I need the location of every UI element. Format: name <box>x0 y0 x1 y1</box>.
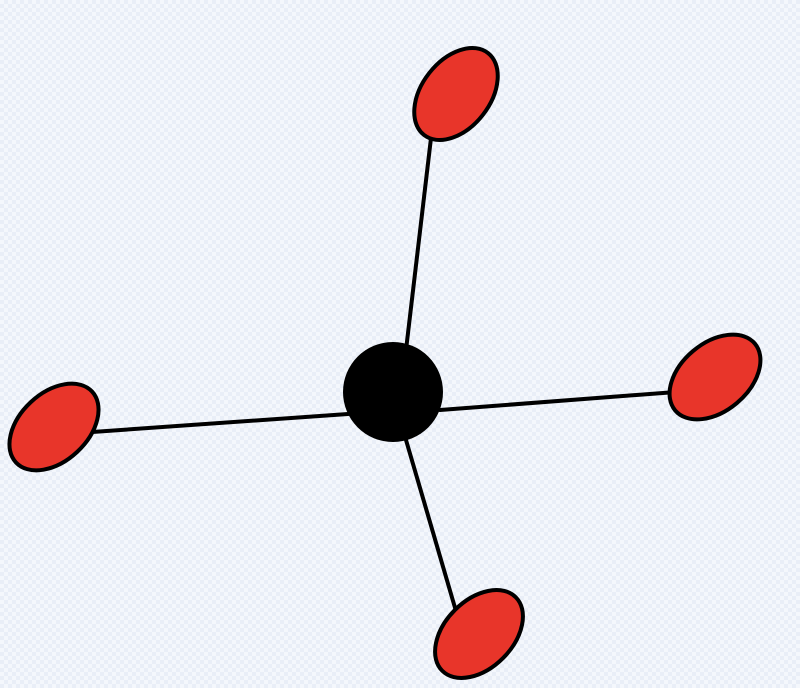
outer-atom-right <box>667 332 763 422</box>
outer-atom-top <box>412 45 500 143</box>
center-atom <box>343 342 443 442</box>
bond-left <box>76 412 350 435</box>
bond-right <box>438 390 678 412</box>
bond-top <box>404 136 433 352</box>
bond-bottom <box>404 438 460 620</box>
outer-atom-bottom <box>433 588 525 680</box>
outer-atom-left <box>7 381 101 473</box>
